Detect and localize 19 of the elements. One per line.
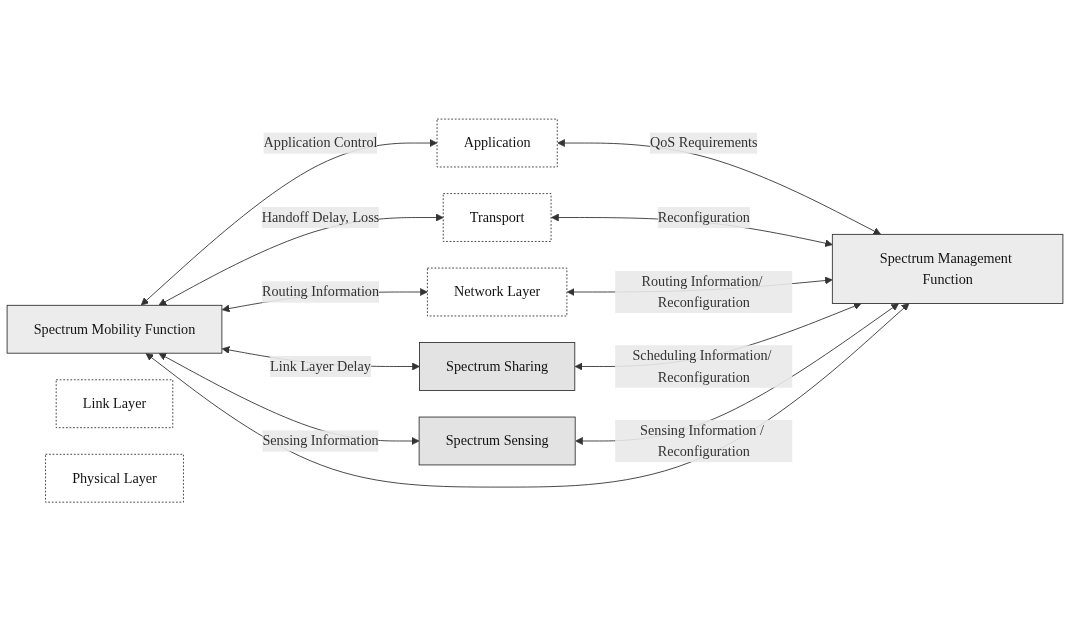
node-box: Spectrum Management Function <box>831 233 1064 304</box>
node-box: Spectrum Sensing <box>418 416 576 466</box>
edge-label: Handoff Delay, Loss <box>261 209 380 225</box>
node-box: Network Layer <box>426 267 568 317</box>
node-box: Link Layer <box>55 379 174 428</box>
node-box: Transport <box>442 193 552 242</box>
edge-label: Routing Information <box>261 283 380 299</box>
edge-label: Sensing Information <box>262 432 379 448</box>
edge-label: QoS Requirements <box>649 134 758 150</box>
edge-label: Application Control <box>263 134 378 150</box>
node-box: Spectrum Mobility Function <box>6 304 223 354</box>
edge-label: Link Layer Delay <box>270 358 371 374</box>
edge-label: Routing Information/ Reconfiguration <box>641 273 763 310</box>
edge-label: Scheduling Information/ Reconfiguration <box>632 347 772 385</box>
node-box: Spectrum Sharing <box>419 341 576 391</box>
edge-label: Sensing Information / Reconfiguration <box>640 422 764 459</box>
node-box: Physical Layer <box>45 453 184 503</box>
edge-label: Reconfiguration <box>657 209 750 225</box>
node-box: Application <box>436 118 558 168</box>
